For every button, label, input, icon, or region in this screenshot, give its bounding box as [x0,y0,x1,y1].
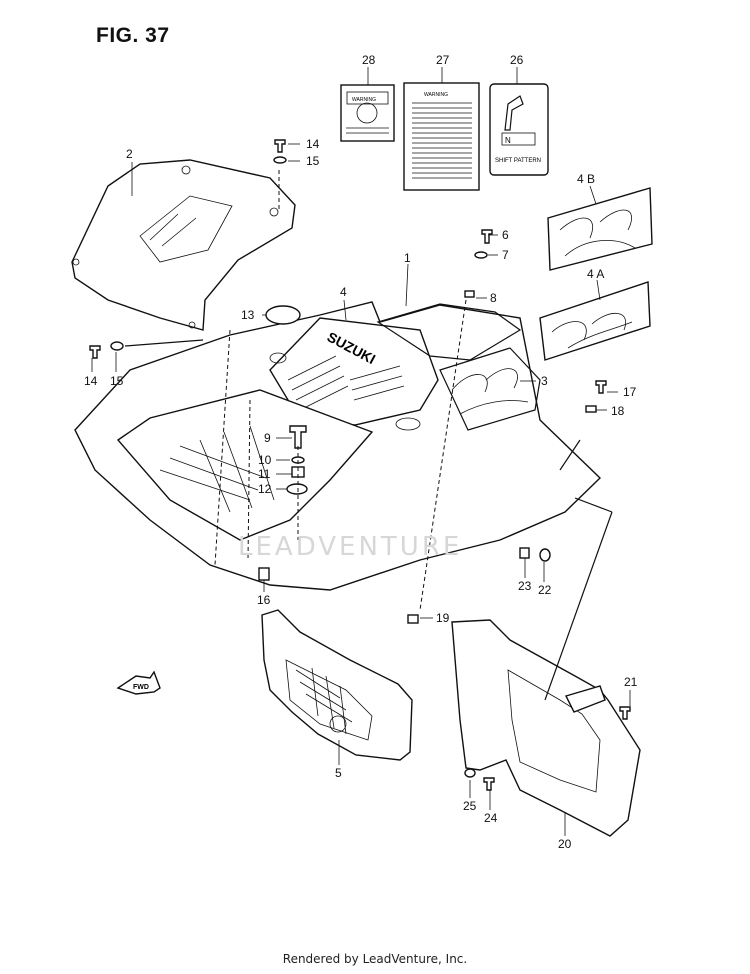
screw-24-icon [483,777,495,791]
callout-24: 24 [484,811,498,825]
decal-28 [340,84,395,142]
callout-23: 23 [518,579,532,593]
callout-1: 1 [404,251,411,265]
callout-15b: 15 [110,374,124,388]
decal-27 [403,82,480,191]
nut-8-icon [464,290,475,298]
footer-credit: Rendered by LeadVenture, Inc. [282,952,468,966]
decal-4b [547,187,653,271]
callout-4a: 4 A [587,267,604,281]
front-grille-part-5 [261,609,413,761]
assembly-lines [124,170,613,701]
decal-28-warning: WARNING [352,97,376,103]
decal-26: N SHIFT PATTERN [489,83,549,176]
callout-6: 6 [502,228,509,242]
washer-15-icon [273,156,287,164]
callout-19: 19 [436,611,450,625]
hood-part-2 [71,159,296,331]
washer-25-icon [464,768,476,778]
callout-11: 11 [258,467,271,481]
callout-16: 16 [257,593,271,607]
callout-12: 12 [258,482,272,496]
bolt-9-icon [289,425,307,449]
callout-26: 26 [510,53,524,67]
callout-4: 4 [340,285,347,299]
clip-16-icon [258,567,270,581]
callout-4b: 4 B [577,172,595,186]
callout-5: 5 [335,766,342,780]
callout-3: 3 [541,374,548,388]
leader-lines [91,67,631,836]
nut-18-icon [585,405,597,413]
watermark: LEADVENTURE [238,532,463,562]
fwd-arrow-label: FWD [133,684,149,691]
callout-14a: 14 [306,137,320,151]
decal-27-warning: WARNING [424,92,448,98]
callout-15a: 15 [306,154,320,168]
screw-17-icon [595,380,607,394]
callout-18: 18 [611,404,625,418]
decal-26-n-mark: N [505,136,511,145]
screw-21-icon [619,706,631,720]
callout-28: 28 [362,53,376,67]
callout-17: 17 [623,385,637,399]
screw-14-icon [274,139,286,153]
callout-8: 8 [490,291,497,305]
callout-21: 21 [624,675,638,689]
figure-title: FIG. 37 [96,24,170,47]
washer-7-icon [474,251,488,259]
callout-14b: 14 [84,374,98,388]
screw-6-icon [481,229,493,244]
decal-26-caption: SHIFT PATTERN [495,158,541,164]
screw-14b-icon [89,345,101,359]
side-panel-part-20 [451,619,641,837]
callout-20: 20 [558,837,572,851]
callout-13: 13 [241,308,255,322]
front-fender-part-1 [74,301,602,591]
fwd-arrow: FWD [116,670,161,695]
callout-25: 25 [463,799,477,813]
callouts: 28 27 26 4 B 4 A 2 14 15 13 14 15 1 4 3 … [84,53,638,851]
callout-9: 9 [264,431,271,445]
callout-7: 7 [502,248,509,262]
callout-22: 22 [538,583,552,597]
decal-27-28-header: WARNING WARNING [352,92,448,103]
nut-23-icon [519,547,530,559]
cushion-12-icon [286,483,308,495]
nut-19-icon [407,614,419,624]
callout-10: 10 [258,453,272,467]
decal-4a [539,281,651,361]
grommet-13 [265,305,301,325]
callout-27: 27 [436,53,450,67]
washer-22-icon [539,548,551,562]
washer-15b-icon [110,341,124,351]
callout-2: 2 [126,147,133,161]
